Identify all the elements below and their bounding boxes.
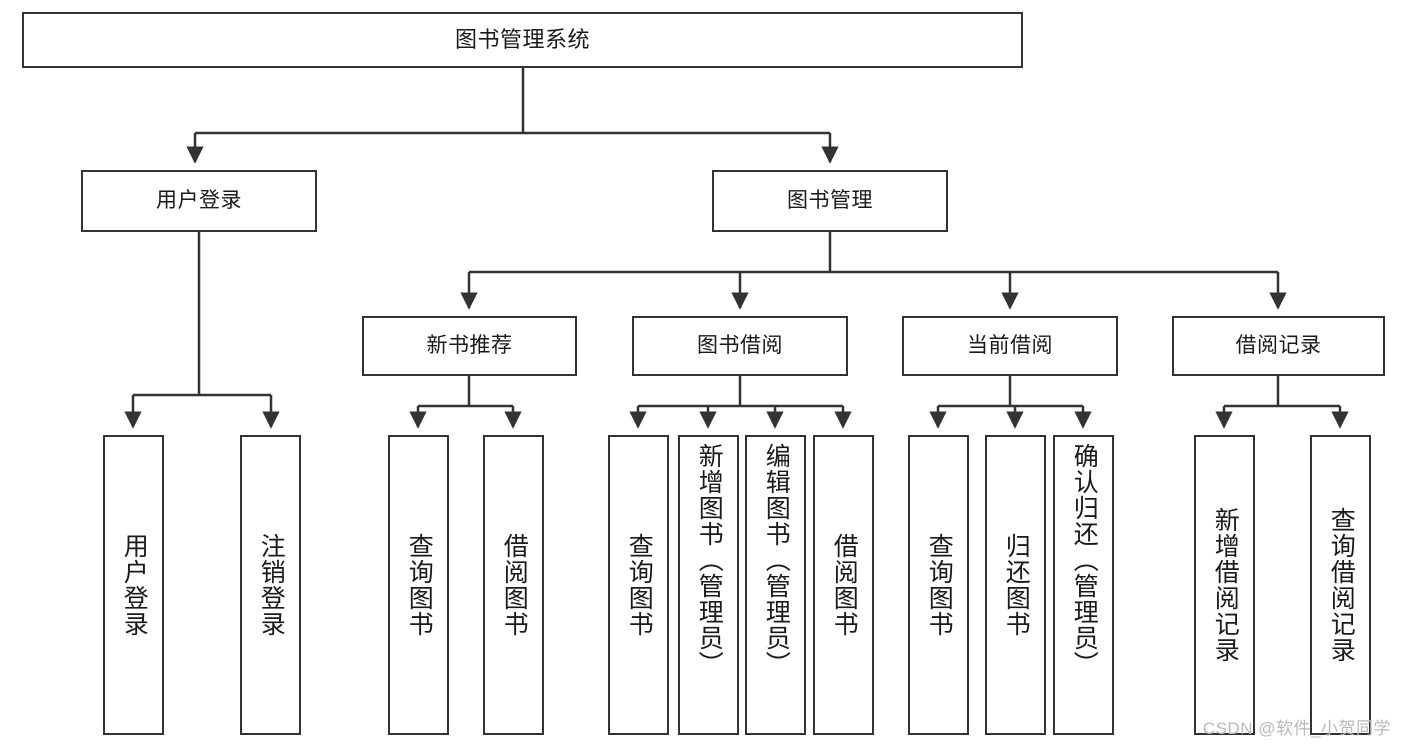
node-new-book-rec-label: 新书推荐 — [426, 333, 513, 357]
node-new-book-rec[interactable]: 新书推荐 — [362, 316, 577, 376]
node-book-manage-label: 图书管理 — [787, 188, 873, 212]
node-leaf-return-book-label: 归还图书 — [1002, 533, 1031, 637]
node-leaf-logout[interactable]: 注销登录 — [240, 435, 301, 735]
node-leaf-borrow-book-1-label: 借阅图书 — [500, 533, 529, 637]
node-user-login-label: 用户登录 — [156, 188, 242, 212]
node-borrow-record-label: 借阅记录 — [1235, 333, 1322, 357]
node-leaf-query-record-label: 查询借阅记录 — [1327, 507, 1356, 663]
node-leaf-query-book-2-label: 查询图书 — [625, 533, 654, 637]
node-leaf-query-book-2[interactable]: 查询图书 — [608, 435, 669, 735]
node-leaf-user-login[interactable]: 用户登录 — [103, 435, 164, 735]
node-leaf-edit-book[interactable]: 编辑图书（管理员） — [745, 435, 806, 735]
node-leaf-add-book[interactable]: 新增图书（管理员） — [678, 435, 739, 735]
node-borrow-record[interactable]: 借阅记录 — [1172, 316, 1385, 376]
node-leaf-add-record[interactable]: 新增借阅记录 — [1194, 435, 1255, 735]
node-leaf-confirm-return[interactable]: 确认归还（管理员） — [1053, 435, 1114, 735]
watermark: CSDN @软件_小贺同学 — [1202, 719, 1391, 738]
node-leaf-edit-book-label: 编辑图书（管理员） — [762, 443, 791, 677]
node-leaf-user-login-label: 用户登录 — [120, 533, 149, 637]
node-leaf-query-book-3-label: 查询图书 — [925, 533, 954, 637]
node-leaf-query-book-3[interactable]: 查询图书 — [908, 435, 969, 735]
node-leaf-borrow-book-2[interactable]: 借阅图书 — [813, 435, 874, 735]
node-leaf-query-book-1-label: 查询图书 — [405, 533, 434, 637]
node-root[interactable]: 图书管理系统 — [22, 12, 1023, 68]
node-leaf-borrow-book-2-label: 借阅图书 — [830, 533, 859, 637]
node-user-login[interactable]: 用户登录 — [81, 170, 317, 232]
node-current-borrow[interactable]: 当前借阅 — [902, 316, 1118, 376]
node-book-borrow[interactable]: 图书借阅 — [632, 316, 848, 376]
node-leaf-return-book[interactable]: 归还图书 — [985, 435, 1046, 735]
node-leaf-borrow-book-1[interactable]: 借阅图书 — [483, 435, 544, 735]
node-book-manage[interactable]: 图书管理 — [712, 170, 948, 232]
node-root-label: 图书管理系统 — [454, 27, 590, 53]
node-leaf-query-book-1[interactable]: 查询图书 — [388, 435, 449, 735]
node-leaf-add-record-label: 新增借阅记录 — [1211, 507, 1240, 663]
node-book-borrow-label: 图书借阅 — [697, 333, 783, 357]
node-leaf-confirm-return-label: 确认归还（管理员） — [1070, 443, 1099, 677]
node-current-borrow-label: 当前借阅 — [967, 333, 1053, 357]
node-leaf-add-book-label: 新增图书（管理员） — [695, 443, 724, 677]
node-leaf-query-record[interactable]: 查询借阅记录 — [1310, 435, 1371, 735]
node-leaf-logout-label: 注销登录 — [257, 533, 286, 637]
